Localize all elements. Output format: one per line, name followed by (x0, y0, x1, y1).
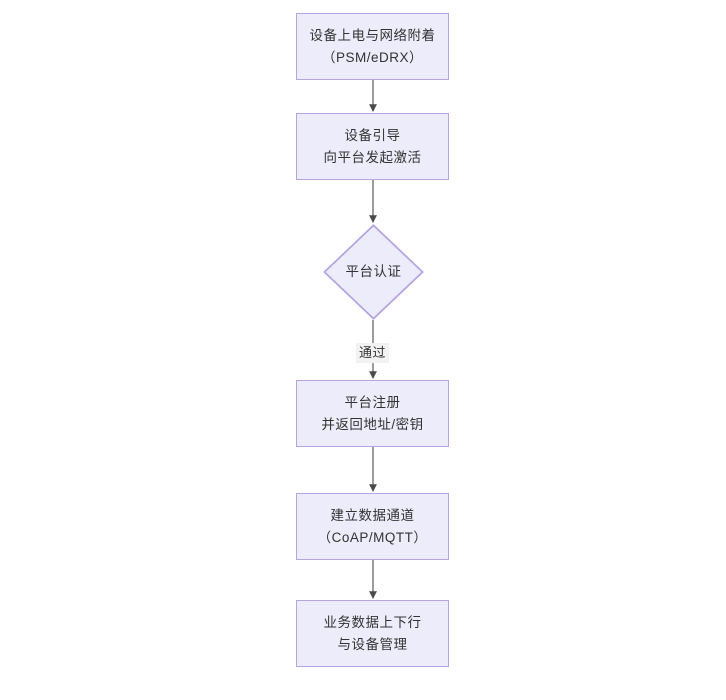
node-bootstrap[interactable]: 设备引导 向平台发起激活 (296, 113, 449, 180)
node-power-on-line-1: 设备上电与网络附着 (309, 27, 436, 43)
node-service-data-line-2: 与设备管理 (337, 636, 408, 652)
node-platform-auth[interactable]: 平台认证 (323, 224, 424, 320)
node-data-channel[interactable]: 建立数据通道 （CoAP/MQTT） (296, 493, 449, 560)
node-platform-register[interactable]: 平台注册 并返回地址/密钥 (296, 380, 449, 447)
node-power-on[interactable]: 设备上电与网络附着 （PSM/eDRX） (296, 13, 449, 80)
node-platform-register-line-2: 并返回地址/密钥 (321, 416, 424, 432)
node-service-data-line-1: 业务数据上下行 (323, 614, 422, 630)
node-platform-register-line-1: 平台注册 (344, 394, 401, 410)
node-data-channel-line-1: 建立数据通道 (330, 507, 415, 523)
diamond-shape-icon (323, 224, 424, 320)
node-bootstrap-line-1: 设备引导 (344, 127, 401, 143)
node-data-channel-line-2: （CoAP/MQTT） (317, 529, 428, 545)
node-power-on-line-2: （PSM/eDRX） (321, 49, 424, 65)
edge-label-pass: 通过 (356, 343, 390, 363)
node-platform-auth-label: 平台认证 (345, 264, 402, 279)
node-bootstrap-line-2: 向平台发起激活 (323, 149, 422, 165)
node-service-data[interactable]: 业务数据上下行 与设备管理 (296, 600, 449, 667)
